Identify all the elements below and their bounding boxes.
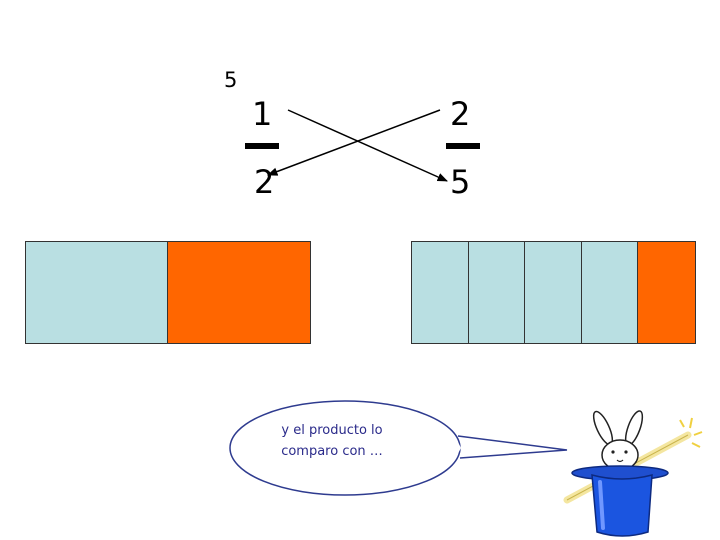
halves-filled-part [168, 242, 310, 343]
speech-bubble-text: y el producto lo comparo con … [281, 423, 383, 459]
fifths-empty-part [412, 242, 469, 343]
fifths-empty-part [581, 242, 639, 343]
cross-product-label: 5 [224, 68, 238, 92]
fraction-left-bar [245, 143, 279, 149]
arrow-numerator-to-denominator-reverse [267, 109, 441, 176]
fifths-empty-part [525, 242, 582, 343]
rabbit-in-top-hat-icon [563, 410, 703, 537]
fraction-strip-halves [25, 241, 311, 344]
fraction-right-numerator: 2 [450, 95, 471, 133]
fifths-filled-part [638, 242, 695, 343]
speech-bubble [229, 400, 568, 496]
halves-empty-part [26, 242, 168, 343]
fraction-right-bar [446, 143, 480, 149]
fraction-strip-fifths [411, 241, 696, 344]
fraction-left-numerator: 1 [252, 95, 273, 133]
fraction-right-denominator: 5 [450, 163, 471, 201]
fifths-empty-part [468, 242, 526, 343]
arrow-numerator-to-denominator [287, 109, 448, 182]
